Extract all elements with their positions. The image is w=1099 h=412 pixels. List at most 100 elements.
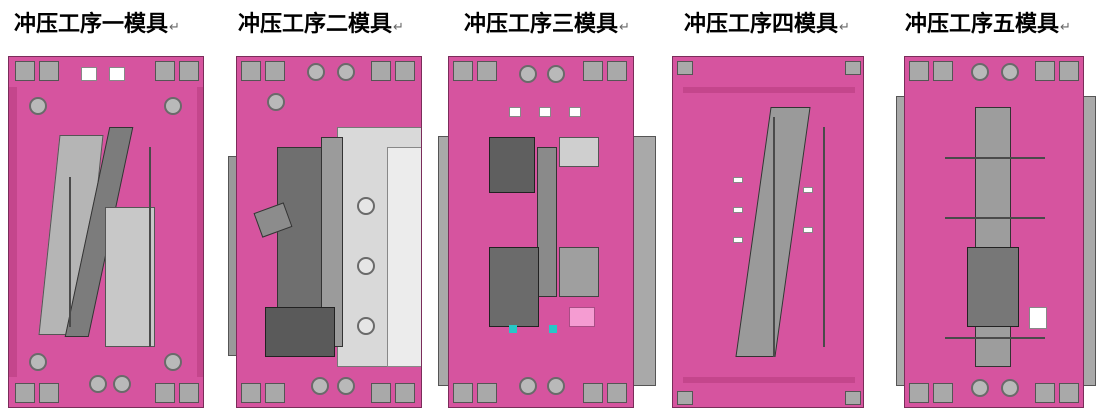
guide-hole <box>1001 379 1019 397</box>
corner-block <box>371 383 391 403</box>
edge-line <box>823 127 825 347</box>
guide-hole <box>337 377 355 395</box>
guide-hole <box>311 377 329 395</box>
slot <box>733 207 743 213</box>
die-base-plate <box>904 56 1084 408</box>
guide-hole <box>971 379 989 397</box>
guide-hole <box>164 353 182 371</box>
die-base-plate <box>8 56 204 408</box>
die-base-plate <box>672 56 864 408</box>
guide-hole <box>307 63 325 81</box>
slot <box>109 67 125 81</box>
corner-block <box>179 61 199 81</box>
slot <box>803 187 813 193</box>
guide-hole <box>164 97 182 115</box>
stripper-plate <box>387 147 421 367</box>
slot <box>539 107 551 117</box>
return-mark: ↵ <box>619 20 630 35</box>
part-profile <box>537 147 557 297</box>
slot <box>733 237 743 243</box>
guide-hole <box>337 63 355 81</box>
part-profile <box>967 247 1019 327</box>
die-title-4-text: 冲压工序四模具 <box>684 12 839 37</box>
corner-block <box>677 61 693 75</box>
corner-block <box>909 383 929 403</box>
guide-hole <box>29 97 47 115</box>
corner-block <box>155 61 175 81</box>
guide-hole <box>547 65 565 83</box>
guide-hole <box>89 375 107 393</box>
corner-block <box>39 61 59 81</box>
die-drawing-5 <box>896 56 1096 408</box>
corner-block <box>477 383 497 403</box>
die-title-4: 冲压工序四模具↵ <box>684 6 850 40</box>
corner-block <box>241 61 261 81</box>
edge-line <box>945 337 1045 339</box>
die-base-plate <box>236 56 422 408</box>
guide-hole <box>547 377 565 395</box>
return-mark: ↵ <box>393 20 404 35</box>
die-drawing-2 <box>228 56 422 408</box>
corner-block <box>395 61 415 81</box>
die-title-5-text: 冲压工序五模具 <box>905 12 1060 37</box>
die-title-2: 冲压工序二模具↵ <box>238 6 404 40</box>
part-profile <box>559 137 599 167</box>
guide-hole <box>113 375 131 393</box>
edge-line <box>945 157 1045 159</box>
die-title-3-text: 冲压工序三模具 <box>464 12 619 37</box>
slot <box>1029 307 1047 329</box>
marker <box>549 325 557 333</box>
corner-block <box>371 61 391 81</box>
die-drawing-4 <box>672 56 864 408</box>
guide-hole <box>357 257 375 275</box>
marker <box>509 325 517 333</box>
die-title-1: 冲压工序一模具↵ <box>14 6 180 40</box>
corner-block <box>453 61 473 81</box>
rib <box>683 377 855 383</box>
return-mark: ↵ <box>1060 20 1071 35</box>
corner-block <box>477 61 497 81</box>
corner-block <box>179 383 199 403</box>
corner-block <box>155 383 175 403</box>
guide-hole <box>1001 63 1019 81</box>
corner-block <box>453 383 473 403</box>
die-title-3: 冲压工序三模具↵ <box>464 6 630 40</box>
corner-block <box>909 61 929 81</box>
corner-block <box>677 391 693 405</box>
edge-line <box>69 177 71 327</box>
corner-block <box>395 383 415 403</box>
corner-block <box>1035 61 1055 81</box>
guide-hole <box>29 353 47 371</box>
corner-block <box>1059 383 1079 403</box>
edge-line <box>773 117 775 357</box>
guide-hole <box>357 197 375 215</box>
corner-block <box>607 383 627 403</box>
part-profile <box>265 307 335 357</box>
guide-hole <box>519 377 537 395</box>
slot <box>509 107 521 117</box>
part-profile <box>489 137 535 193</box>
corner-block <box>39 383 59 403</box>
corner-block <box>241 383 261 403</box>
side-rail <box>9 87 17 377</box>
insert-block <box>569 307 595 327</box>
corner-block <box>265 61 285 81</box>
die-drawing-3 <box>438 56 656 408</box>
corner-block <box>845 391 861 405</box>
die-title-5: 冲压工序五模具↵ <box>905 6 1071 40</box>
corner-block <box>1059 61 1079 81</box>
corner-block <box>933 383 953 403</box>
die-title-2-text: 冲压工序二模具 <box>238 12 393 37</box>
corner-block <box>933 61 953 81</box>
edge-line <box>945 217 1045 219</box>
guide-hole <box>267 93 285 111</box>
slot <box>803 227 813 233</box>
guide-hole <box>519 65 537 83</box>
return-mark: ↵ <box>839 20 850 35</box>
die-title-1-text: 冲压工序一模具 <box>14 12 169 37</box>
slot <box>733 177 743 183</box>
part-profile <box>105 207 155 347</box>
corner-block <box>15 383 35 403</box>
corner-block <box>15 61 35 81</box>
part-profile <box>489 247 539 327</box>
